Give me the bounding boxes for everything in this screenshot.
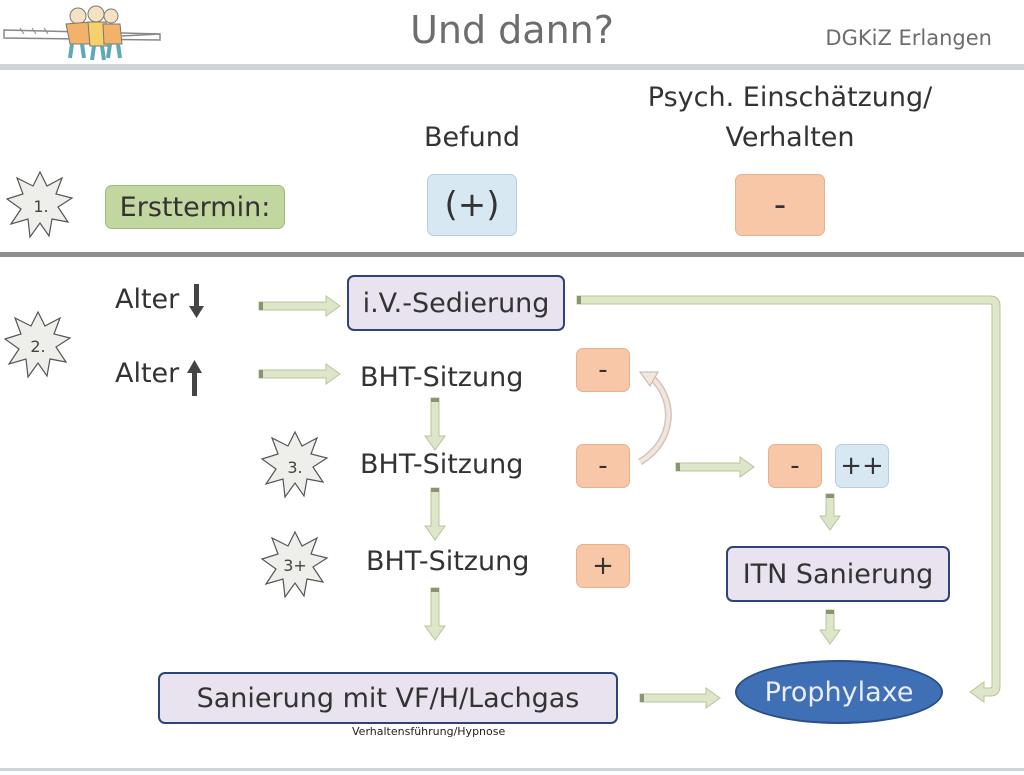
psych-box: - <box>735 174 825 236</box>
itn-sanierung-label: ITN Sanierung <box>742 558 934 590</box>
step-number-1: 1. <box>33 197 49 216</box>
arrow-to-branch <box>675 456 755 478</box>
branch-plusplus: ++ <box>840 451 884 481</box>
prophylaxe-label: Prophylaxe <box>764 676 914 708</box>
bht-3-rating-box: + <box>576 544 630 588</box>
befund-box: (+) <box>427 174 517 236</box>
arrow-bht1-to-bht2 <box>424 397 446 451</box>
psych-value: - <box>773 185 787 225</box>
curved-arrow-retry <box>638 371 672 465</box>
bht-sitzung-1: BHT-Sitzung <box>360 362 524 393</box>
organization-label: DGKiZ Erlangen <box>825 26 992 50</box>
step-number-3plus: 3+ <box>283 556 307 575</box>
step-number-3: 3. <box>287 458 303 477</box>
ersttermin-label: Ersttermin: <box>119 191 271 223</box>
arrow-alter-to-bht <box>258 363 341 385</box>
bht-2-rating-box: - <box>576 444 630 488</box>
alter-up-label: Alter <box>115 358 180 389</box>
bht-3-rating: + <box>592 551 614 581</box>
bht-1-rating: - <box>598 355 608 385</box>
logo-sketch <box>3 5 161 61</box>
star-badge-1 <box>5 170 74 239</box>
prophylaxe-ellipse: Prophylaxe <box>735 660 943 724</box>
sanierung-note: Verhaltensführung/Hypnose <box>352 725 506 738</box>
arrow-down-icon <box>189 284 204 318</box>
iv-sedierung-label: i.V.-Sedierung <box>362 287 550 319</box>
star-badge-3 <box>260 430 329 499</box>
alter-down-label: Alter <box>115 284 180 315</box>
header-divider <box>0 64 1024 70</box>
step-number-2: 2. <box>30 337 46 356</box>
star-badge-2 <box>3 310 72 379</box>
arrow-alter-to-iv <box>258 295 341 317</box>
column-heading-befund: Befund <box>423 122 520 153</box>
befund-value: (+) <box>444 185 500 225</box>
arrow-iv-to-prophylaxe <box>576 295 1001 703</box>
branch-plusplus-box: ++ <box>835 444 889 488</box>
arrow-itn-to-prophylaxe <box>819 609 841 645</box>
star-badge-3plus <box>260 530 329 599</box>
arrow-up-icon <box>187 360 202 396</box>
sanierung-label: Sanierung mit VF/H/Lachgas <box>196 682 580 714</box>
iv-sedierung-box: i.V.-Sedierung <box>347 275 565 331</box>
arrow-branch-to-itn <box>819 493 841 531</box>
itn-sanierung-box: ITN Sanierung <box>726 546 950 602</box>
branch-minus: - <box>790 451 800 481</box>
bht-1-rating-box: - <box>576 348 630 392</box>
section-divider <box>0 252 1024 257</box>
bht-sitzung-2: BHT-Sitzung <box>360 449 524 480</box>
arrow-sanierung-to-prophylaxe <box>639 687 721 709</box>
bht-sitzung-3: BHT-Sitzung <box>366 546 530 577</box>
arrow-bht2-to-bht3 <box>424 487 446 541</box>
arrow-bht3-to-sanierung <box>424 587 446 641</box>
ersttermin-box: Ersttermin: <box>105 185 285 229</box>
sanierung-box: Sanierung mit VF/H/Lachgas <box>158 672 618 724</box>
footer-divider <box>0 768 1024 771</box>
slide-title: Und dann? <box>410 8 614 52</box>
column-heading-psych-line1: Psych. Einschätzung/ <box>647 82 933 113</box>
bht-2-rating: - <box>598 451 608 481</box>
column-heading-psych-line2: Verhalten <box>725 122 855 153</box>
branch-minus-box: - <box>768 444 822 488</box>
